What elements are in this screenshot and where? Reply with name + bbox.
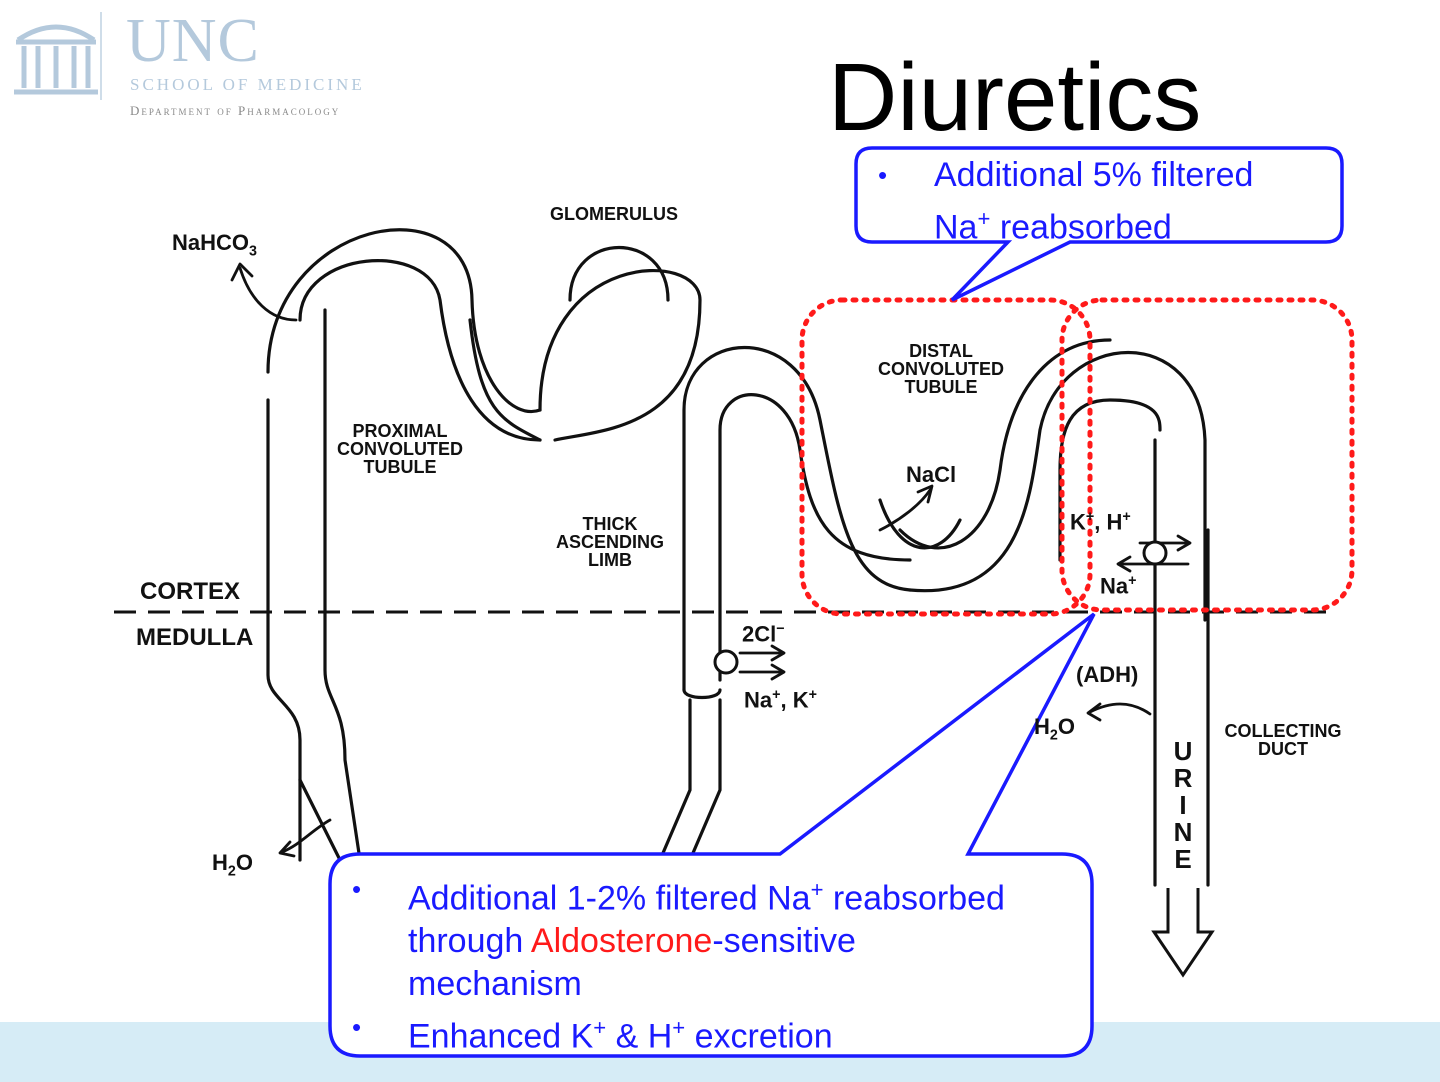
callout-top-bullet: Additional 5% filtered Na+ reabsorbed <box>856 154 1336 249</box>
nahco3-label: NaHCO3 <box>172 230 257 260</box>
nahco3-arrow <box>238 266 298 322</box>
logo-unc: UNC <box>126 7 260 75</box>
transporter-enac <box>1142 540 1168 566</box>
two-cl-label: 2Cl− <box>742 621 785 647</box>
adh-label: (ADH) <box>1076 662 1139 687</box>
dct-dotted-box <box>799 297 1093 617</box>
logo-divider <box>100 12 102 100</box>
callout-bottom-bullet-2: Enhanced K+ & H+ excretion <box>330 1006 1080 1058</box>
distal-tubule-outer <box>908 350 1207 622</box>
medulla-label: MEDULLA <box>136 624 254 651</box>
glomerulus <box>468 245 702 442</box>
h2o-collecting-label: H2O <box>1034 714 1075 744</box>
adh-h2o-arrow <box>1088 702 1152 716</box>
nacl-arrow <box>878 488 932 532</box>
thick-limb-outer <box>682 345 912 692</box>
old-well-icon <box>14 24 98 95</box>
callout-bottom-text: Additional 1-2% filtered Na+ reabsorbed … <box>330 868 1080 1059</box>
urine-arrow <box>1151 888 1215 978</box>
logo-school: SCHOOL OF MEDICINE <box>130 75 365 94</box>
k-h-label: K+, H+ <box>1070 509 1131 535</box>
cortex-label: CORTEX <box>140 578 241 605</box>
h2o-descending-label: H2O <box>212 850 253 880</box>
proximal-tubule-inner <box>298 259 542 442</box>
aldosterone-highlight: Aldosterone <box>530 922 713 961</box>
proximal-tubule-outer <box>266 228 542 414</box>
na-plus-label: Na+ <box>1100 573 1137 599</box>
nacl-label: NaCl <box>906 462 957 487</box>
transporter-nkcc <box>713 649 739 675</box>
page-title: Diuretics <box>828 44 1202 151</box>
na-k-label: Na+, K+ <box>744 687 817 713</box>
collecting-duct-left <box>1058 398 1162 562</box>
glomerulus-label: GLOMERULUS <box>550 204 678 224</box>
callout-top-text: Additional 5% filtered Na+ reabsorbed <box>856 154 1336 249</box>
h2o-arrow <box>280 818 332 854</box>
callout-bottom-bullet-1: Additional 1-2% filtered Na+ reabsorbed … <box>330 868 1080 1006</box>
logo-department: Department of Pharmacology <box>130 103 341 118</box>
thick-limb-inner <box>718 393 912 682</box>
cd-dotted-box <box>1059 297 1355 613</box>
